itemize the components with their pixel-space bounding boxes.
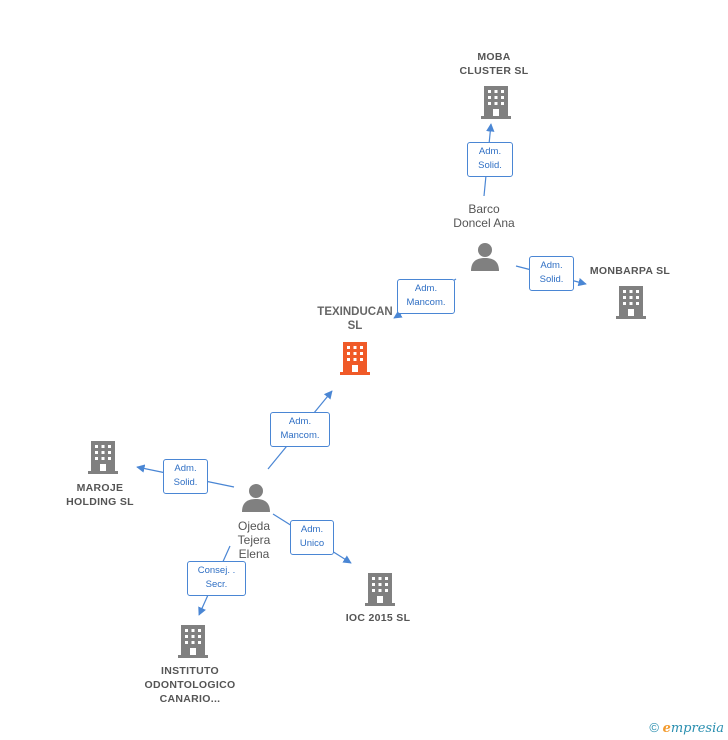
node-label-maroje: MAROJE HOLDING SL: [66, 482, 134, 508]
node-label-ojeda: Ojeda Tejera Elena: [237, 519, 271, 561]
node-label-texinducan: TEXINDUCAN SL: [317, 306, 393, 332]
building-icon[interactable]: [480, 84, 512, 120]
copyright-icon: ©: [649, 720, 659, 735]
footer-copyright: © empresia: [649, 720, 724, 736]
building-icon[interactable]: [615, 284, 647, 320]
building-icon[interactable]: [364, 571, 396, 607]
building-icon[interactable]: [339, 340, 371, 376]
edge-label-barco-monbarpa: Adm. Solid.: [529, 256, 574, 291]
edge-label-ojeda-maroje: Adm. Solid.: [163, 459, 208, 494]
edge-label-ojeda-instituto: Consej. . Secr.: [187, 561, 246, 596]
empresia-logo[interactable]: empresia: [662, 721, 724, 736]
edge-label-ojeda-texinducan: Adm. Mancom.: [270, 412, 330, 447]
node-label-barco: Barco Doncel Ana: [453, 202, 515, 230]
edge-label-barco-moba: Adm. Solid.: [467, 142, 513, 177]
person-icon[interactable]: [469, 241, 501, 273]
node-label-monbarpa: MONBARPA SL: [589, 265, 671, 277]
edge-label-barco-texinducan: Adm. Mancom.: [397, 279, 455, 314]
node-label-instituto: INSTITUTO ODONTOLOGICO CANARIO...: [144, 665, 236, 705]
node-label-ioc: IOC 2015 SL: [345, 612, 411, 624]
building-icon[interactable]: [177, 623, 209, 659]
node-label-moba: MOBA CLUSTER SL: [459, 51, 529, 77]
person-icon[interactable]: [240, 482, 272, 514]
building-icon[interactable]: [87, 439, 119, 475]
edge-label-ojeda-ioc: Adm. Unico: [290, 520, 334, 555]
